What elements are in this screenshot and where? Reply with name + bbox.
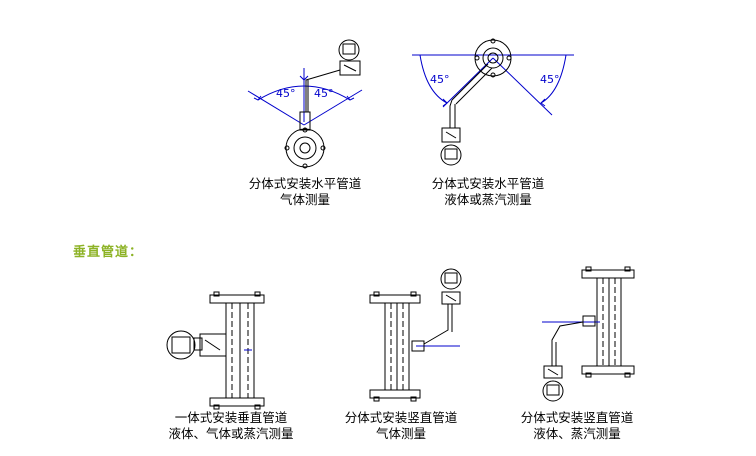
diagram-horizontal-liquid: 45° 45° — [412, 38, 574, 166]
sensor-stem — [451, 63, 489, 101]
sensor-mount — [551, 315, 596, 366]
connection-arm — [551, 321, 584, 366]
diagram-vertical-integral — [166, 291, 265, 410]
caption-line-1: 分体式安装竖直管道 — [520, 410, 634, 425]
section-heading: 垂直管道： — [73, 245, 144, 260]
caption-line-2: 液体、蒸汽测量 — [533, 426, 621, 441]
connection-arm — [449, 99, 453, 128]
diagram-vertical-liquid — [542, 266, 635, 402]
caption-line-1: 分体式安装水平管道 — [431, 176, 545, 191]
pipe-flanges — [581, 266, 635, 378]
pipe-cross-section — [474, 38, 512, 78]
pipe-flanges — [209, 291, 265, 410]
caption-line-1: 一体式安装垂直管道 — [174, 410, 288, 425]
caption-diagram-2: 分体式安装水平管道 液体或蒸汽测量 — [432, 176, 545, 208]
converter-head — [440, 268, 462, 305]
converter-head — [542, 365, 564, 402]
caption-diagram-1: 分体式安装水平管道 气体测量 — [249, 176, 362, 208]
converter-head — [440, 127, 462, 166]
angle-dimension-lines — [247, 68, 363, 126]
vertical-pipe — [384, 303, 410, 390]
angle-label-left: 45° — [430, 73, 450, 86]
diagram-vertical-gas — [369, 268, 462, 402]
sensor-stem — [299, 111, 311, 131]
converter-head — [338, 39, 361, 76]
caption-diagram-4: 分体式安装竖直管道 气体测量 — [345, 410, 458, 442]
sensor-mount — [411, 304, 453, 352]
vertical-pipe — [596, 278, 622, 366]
angle-dimension-lines — [412, 54, 574, 116]
angle-label-right: 45° — [540, 73, 560, 86]
connection-arm — [305, 69, 341, 112]
caption-diagram-3: 一体式安装垂直管道 液体、气体或蒸汽测量 — [168, 410, 293, 442]
caption-diagram-5: 分体式安装竖直管道 液体、蒸汽测量 — [521, 410, 634, 442]
converter-head — [166, 330, 227, 360]
angle-label-left: 45° — [276, 87, 296, 100]
caption-line-2: 气体测量 — [375, 426, 427, 441]
angle-label-right: 45° — [314, 87, 334, 100]
pipe-cross-section — [284, 127, 326, 169]
caption-line-2: 液体或蒸汽测量 — [444, 192, 532, 207]
caption-line-1: 分体式安装竖直管道 — [344, 410, 458, 425]
caption-line-2: 液体、气体或蒸汽测量 — [168, 426, 294, 441]
diagram-horizontal-gas: 45° 45° — [247, 39, 363, 169]
caption-line-2: 气体测量 — [279, 192, 331, 207]
connection-arm — [423, 304, 449, 345]
caption-line-1: 分体式安装水平管道 — [248, 176, 362, 191]
pipe-flanges — [369, 291, 421, 402]
